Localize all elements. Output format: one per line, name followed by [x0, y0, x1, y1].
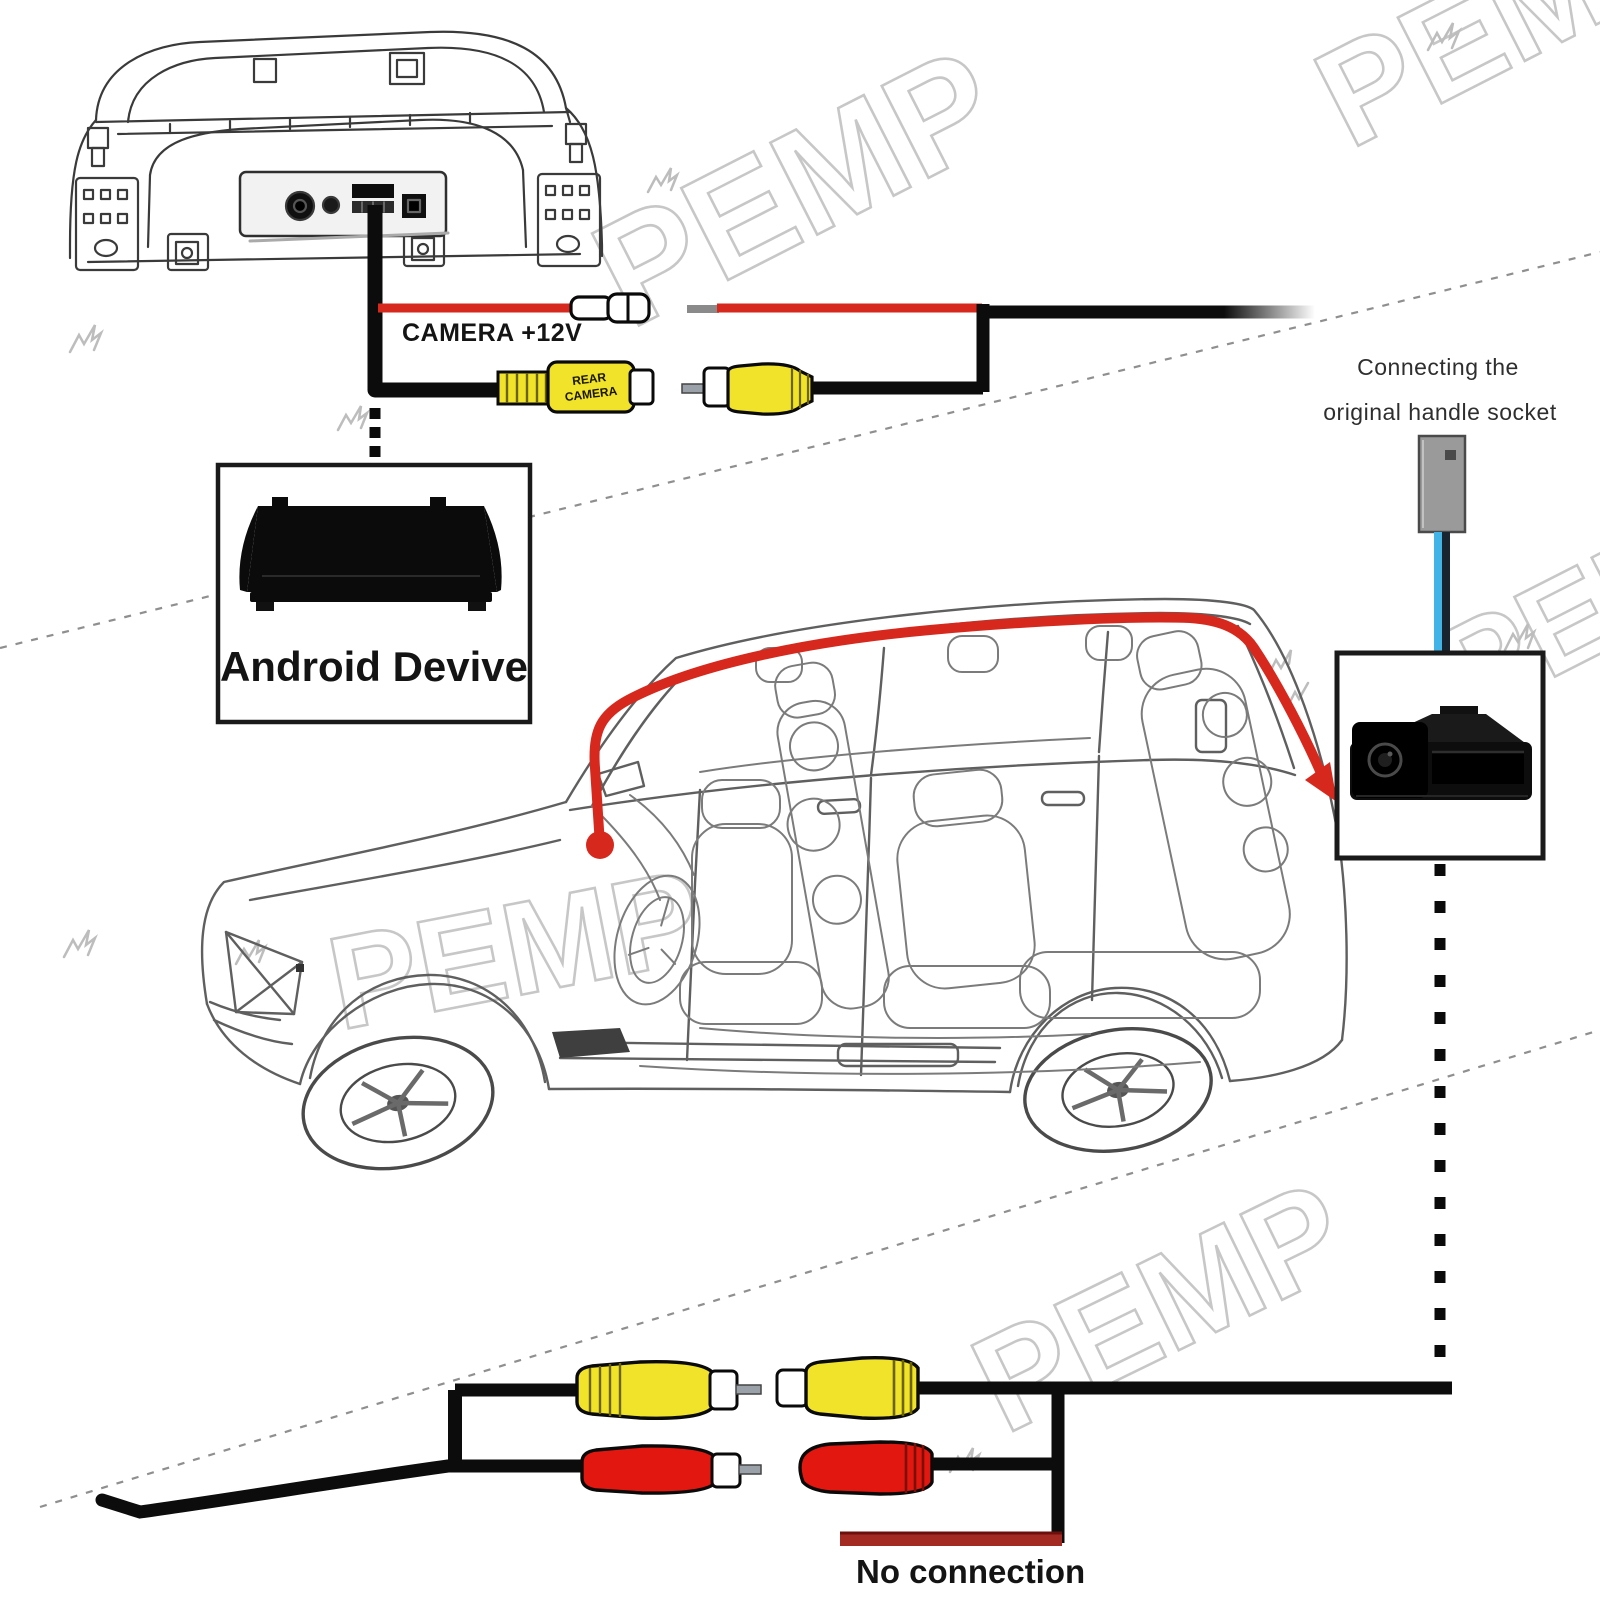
svg-text:original handle socket: original handle socket: [1323, 399, 1557, 425]
rear-wheel: [1023, 1026, 1213, 1154]
small-round-connector: [321, 195, 341, 215]
rca-male-yellow-left: [575, 1360, 762, 1420]
svg-text:CAMERA: CAMERA: [564, 384, 618, 404]
android-device-image: [239, 497, 502, 611]
android-device-label: Android Devive: [220, 643, 528, 690]
head-unit-rear-drawing: [68, 30, 604, 272]
cable-arrowhead: [1305, 762, 1337, 802]
svg-text:Connecting the: Connecting the: [1357, 354, 1519, 380]
android-device-box: Android Devive: [215, 462, 533, 725]
red-cable-path: [589, 612, 1329, 850]
car-cutaway-drawing: [200, 597, 1348, 1171]
rca-red-right: [798, 1440, 934, 1496]
camera-12v-label: CAMERA +12V: [402, 319, 582, 347]
red-routing-cable: [586, 612, 1337, 859]
bottom-harness: No connection: [95, 1356, 1452, 1590]
bottom-mount-tabs: [166, 228, 446, 272]
no-connection-stub: [840, 1531, 1062, 1546]
camera-power-wire: [378, 292, 982, 324]
multipin-connector: [352, 184, 394, 198]
rear-bench-seat: [1019, 630, 1291, 1019]
steering-wheel: [613, 874, 701, 1006]
trunk-handle-camera: [1350, 706, 1532, 800]
blue-wire: [1434, 532, 1450, 655]
rca-female-label: REAR CAMERA: [564, 370, 618, 404]
front-passenger-seat: [679, 779, 823, 1025]
front-wheel: [301, 1035, 495, 1171]
car-body-outline: [200, 597, 1348, 1094]
trunk-handle-camera-box: [1334, 650, 1546, 861]
handle-socket-connector: [1417, 434, 1467, 534]
rear-connector-panel: [238, 170, 450, 243]
watermark-text: PEMP: [951, 1152, 1370, 1462]
driver-seat: [774, 661, 890, 1010]
car-interior: [591, 625, 1291, 1075]
head-unit-wiring: CAMERA +12V REAR CAMERA: [367, 205, 1315, 464]
rca-yellow-right: [775, 1356, 920, 1420]
right-mount-bracket: [536, 122, 602, 268]
cable-start-dot: [586, 831, 614, 859]
rear-camera-rca-female: REAR CAMERA: [496, 360, 655, 414]
left-mount-bracket: [74, 126, 140, 272]
left-cable: [95, 1459, 592, 1519]
bullet-connector: [569, 292, 651, 324]
rca-male-yellow-top: [681, 362, 814, 416]
rca-male-red-left: [580, 1444, 762, 1495]
diagonal-dashed-line: [39, 1028, 1600, 1509]
watermark-text: PEMP: [317, 842, 712, 1058]
no-connection-label: No connection: [856, 1553, 1085, 1590]
svg-text:REAR: REAR: [571, 370, 607, 388]
handle-socket-note: Connecting the original handle socket: [1323, 354, 1557, 425]
watermark-text: PEMP: [1292, 0, 1600, 177]
main-black-cable: [367, 205, 500, 398]
middle-row-seat: [883, 768, 1051, 1029]
